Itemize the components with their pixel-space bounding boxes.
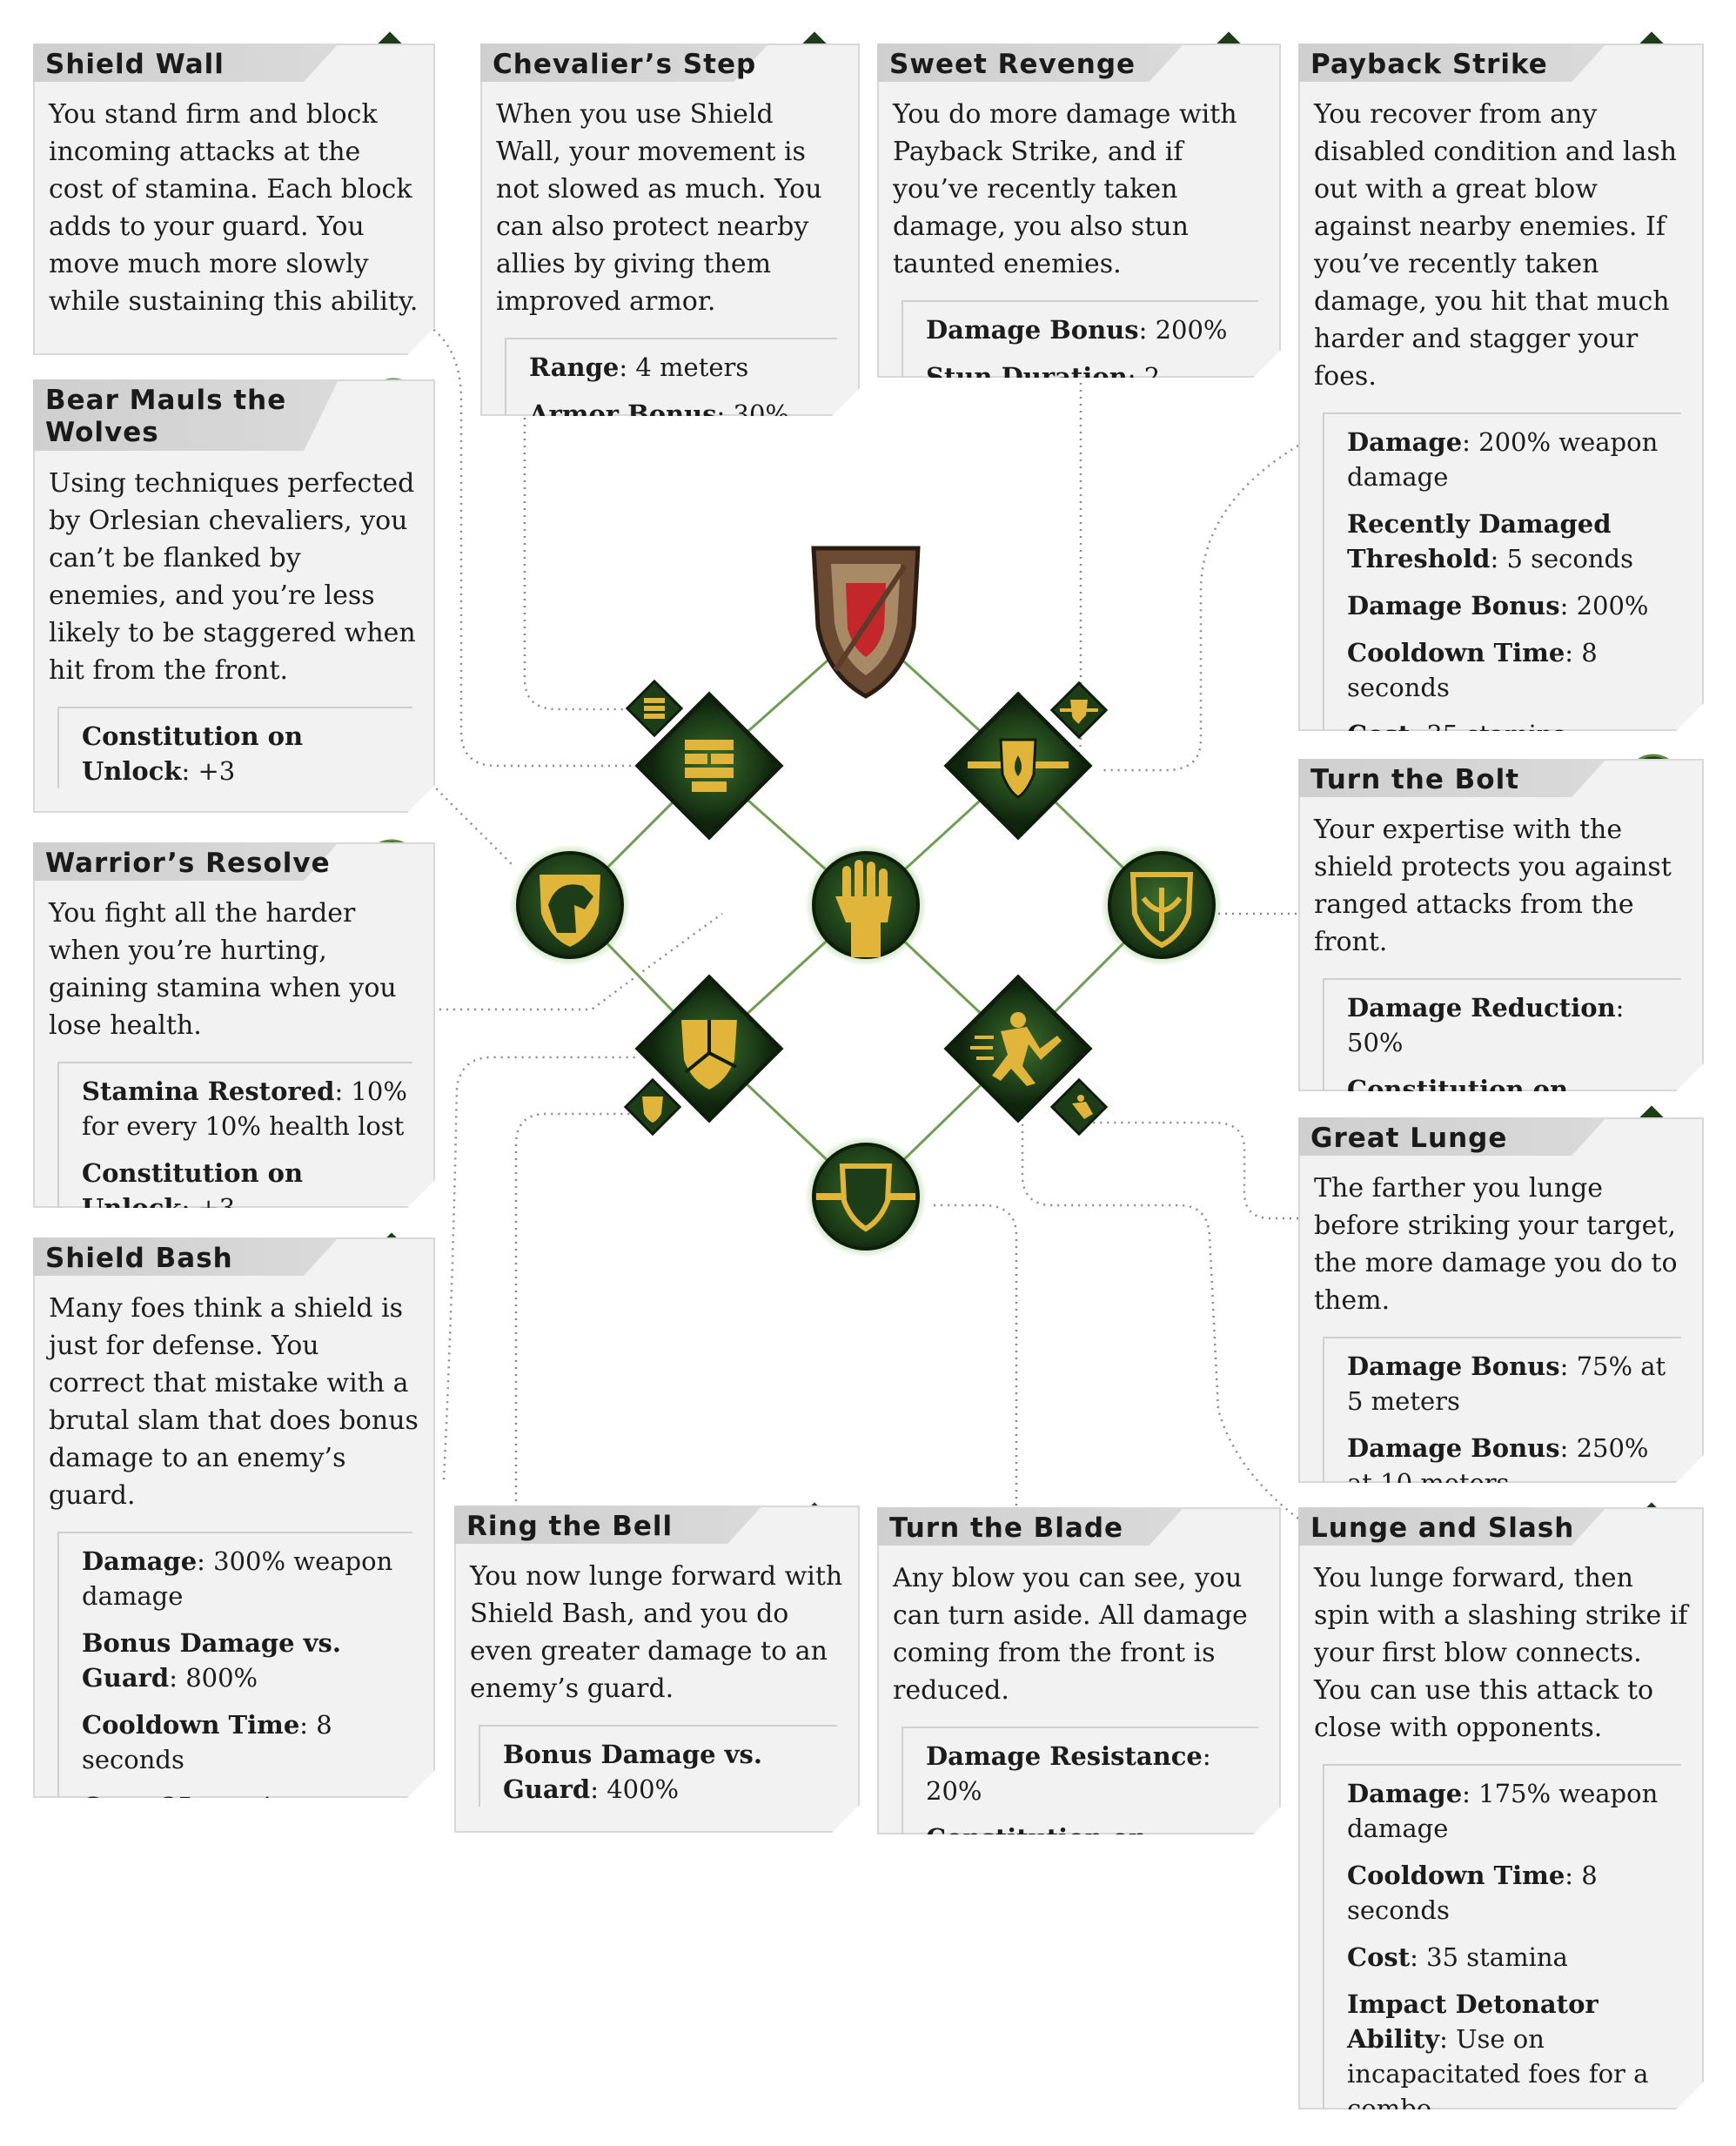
card-title: Great Lunge (1310, 1123, 1508, 1154)
node-warriors-resolve[interactable] (805, 844, 927, 966)
card-description: You fight all the harder when you’re hur… (49, 898, 397, 1041)
card-title: Shield Wall (45, 49, 225, 80)
stat-line: Damage: 200% weapon damage (1347, 427, 1659, 492)
upgrade-sweet-revenge[interactable] (1049, 681, 1109, 740)
card-title: Payback Strike (1310, 49, 1548, 80)
card-chevaliers-step: Chevalier’s Step When you use Shield Wal… (480, 44, 860, 416)
stat-line: Bonus Damage vs. Guard: 400% (503, 1740, 762, 1804)
card-title: Turn the Bolt (1310, 764, 1520, 795)
card-description: Many foes think a shield is just for def… (49, 1293, 419, 1511)
card-great-lunge: Great Lunge The farther you lunge before… (1298, 1117, 1704, 1483)
lunging-warrior-icon (1072, 1095, 1093, 1119)
card-warriors-resolve: Warrior’s Resolve You fight all the hard… (33, 842, 435, 1208)
brick-wall-icon (685, 740, 734, 792)
card-description: You recover from any disabled condition … (1314, 99, 1678, 392)
shield-crest-icon[interactable] (811, 546, 921, 699)
node-great-lunge[interactable] (943, 974, 1093, 1123)
card-shield-wall: Shield Wall You stand firm and block inc… (33, 44, 435, 355)
card-stats: Damage Bonus: 75% at 5 meters Damage Bon… (1323, 1337, 1681, 1500)
cracked-shield-icon (681, 1020, 737, 1090)
card-description: Using techniques perfected by Orlesian c… (49, 468, 416, 686)
sword-shield-icon (1060, 700, 1098, 724)
node-turn-the-bolt[interactable] (1101, 844, 1223, 966)
stat-line: Stamina Restored: 10% for every 10% heal… (82, 1076, 407, 1141)
stat-line: Impact Detonator Ability: Use on incapac… (1347, 1989, 1649, 2123)
card-turn-the-blade: Turn the Blade Any blow you can see, you… (877, 1507, 1281, 1834)
card-connectors (415, 317, 1299, 1519)
brick-wall-icon (644, 698, 665, 719)
upgrade-chevaliers-step[interactable] (625, 679, 684, 738)
card-description: Your expertise with the shield protects … (1314, 815, 1672, 957)
card-stats: Bonus Damage vs. Guard: 400% (479, 1725, 837, 1807)
stat-line: Damage Resistance: 20% (926, 1741, 1211, 1806)
upgrade-lunge-and-slash[interactable] (1049, 1077, 1109, 1137)
stat-line: Damage Bonus: 75% at 5 meters (1347, 1351, 1666, 1416)
stat-line: Range: 4 meters (529, 352, 749, 382)
upgrade-ring-the-bell[interactable] (623, 1077, 682, 1137)
lunging-warrior-icon (970, 1012, 1062, 1086)
stat-line: Cooldown Time: 8 seconds (1347, 638, 1598, 702)
card-title: Lunge and Slash (1310, 1512, 1575, 1544)
cracked-shield-icon (642, 1096, 663, 1123)
stat-line: Recently Damaged Threshold: 5 seconds (1347, 509, 1633, 573)
stat-line: Constitution on Unlock: +3 (82, 721, 304, 786)
card-title: Sweet Revenge (889, 49, 1136, 80)
card-lunge-and-slash: Lunge and Slash You lunge forward, then … (1298, 1507, 1704, 2109)
card-stats: Damage: 200% weapon damage Recently Dama… (1323, 412, 1681, 752)
card-bear-mauls: Bear Mauls the Wolves Using techniques p… (33, 379, 435, 813)
card-ring-the-bell: Ring the Bell You now lunge forward with… (454, 1506, 860, 1833)
stat-line: Damage: 300% weapon damage (82, 1546, 393, 1611)
node-bear-mauls[interactable] (509, 844, 631, 966)
card-description: You do more damage with Payback Strike, … (893, 99, 1237, 279)
stat-line: Damage: 175% weapon damage (1347, 1779, 1659, 1843)
card-description: You lunge forward, then spin with a slas… (1314, 1563, 1688, 1743)
card-description: Any blow you can see, you can turn aside… (893, 1563, 1248, 1706)
node-shield-wall[interactable] (634, 691, 784, 841)
stat-line: Cost: 35 stamina (1347, 1942, 1568, 1972)
card-description: You stand firm and block incoming attack… (49, 99, 419, 317)
card-stats: Damage: 175% weapon damage Cooldown Time… (1323, 1764, 1681, 2126)
stat-line: Bonus Damage vs. Guard: 800% (82, 1628, 341, 1693)
arrow-shield-icon (1129, 872, 1194, 949)
card-description: You now lunge forward with Shield Bash, … (470, 1561, 843, 1704)
card-description: The farther you lunge before striking yo… (1314, 1173, 1678, 1316)
card-title: Shield Bash (45, 1243, 233, 1274)
card-payback-strike: Payback Strike You recover from any disa… (1298, 44, 1704, 731)
stat-line: Damage Reduction: 50% (1347, 993, 1625, 1057)
card-title: Ring the Bell (466, 1511, 674, 1542)
raised-hand-icon (835, 860, 892, 957)
stat-line: Cooldown Time: 8 seconds (82, 1710, 332, 1774)
node-shield-bash[interactable] (634, 974, 784, 1123)
card-title: Warrior’s Resolve (45, 848, 331, 879)
node-payback-strike[interactable] (943, 691, 1093, 841)
card-title: Chevalier’s Step (493, 49, 757, 80)
card-sweet-revenge: Sweet Revenge You do more damage with Pa… (877, 44, 1281, 378)
card-stats: Constitution on Unlock: +3 (57, 707, 412, 788)
card-title: Bear Mauls the Wolves (45, 385, 287, 448)
card-shield-bash: Shield Bash Many foes think a shield is … (33, 1237, 435, 1798)
stat-line: Damage Bonus: 200% (926, 315, 1228, 345)
node-turn-the-blade[interactable] (805, 1136, 927, 1257)
card-stats: Damage: 300% weapon damage Bonus Damage … (57, 1532, 412, 1824)
sword-shield-icon (968, 738, 1069, 799)
card-description: When you use Shield Wall, your movement … (496, 99, 822, 317)
card-turn-the-bolt: Turn the Bolt Your expertise with the sh… (1298, 759, 1704, 1091)
bear-shield-icon (540, 875, 600, 947)
stat-line: Cooldown Time: 8 seconds (1347, 1861, 1598, 1925)
card-title: Turn the Blade (889, 1512, 1124, 1544)
card-stats: Stamina Restored: 10% for every 10% heal… (57, 1062, 412, 1225)
stat-line: Damage Bonus: 200% (1347, 591, 1649, 620)
blade-shield-icon (816, 1164, 915, 1232)
